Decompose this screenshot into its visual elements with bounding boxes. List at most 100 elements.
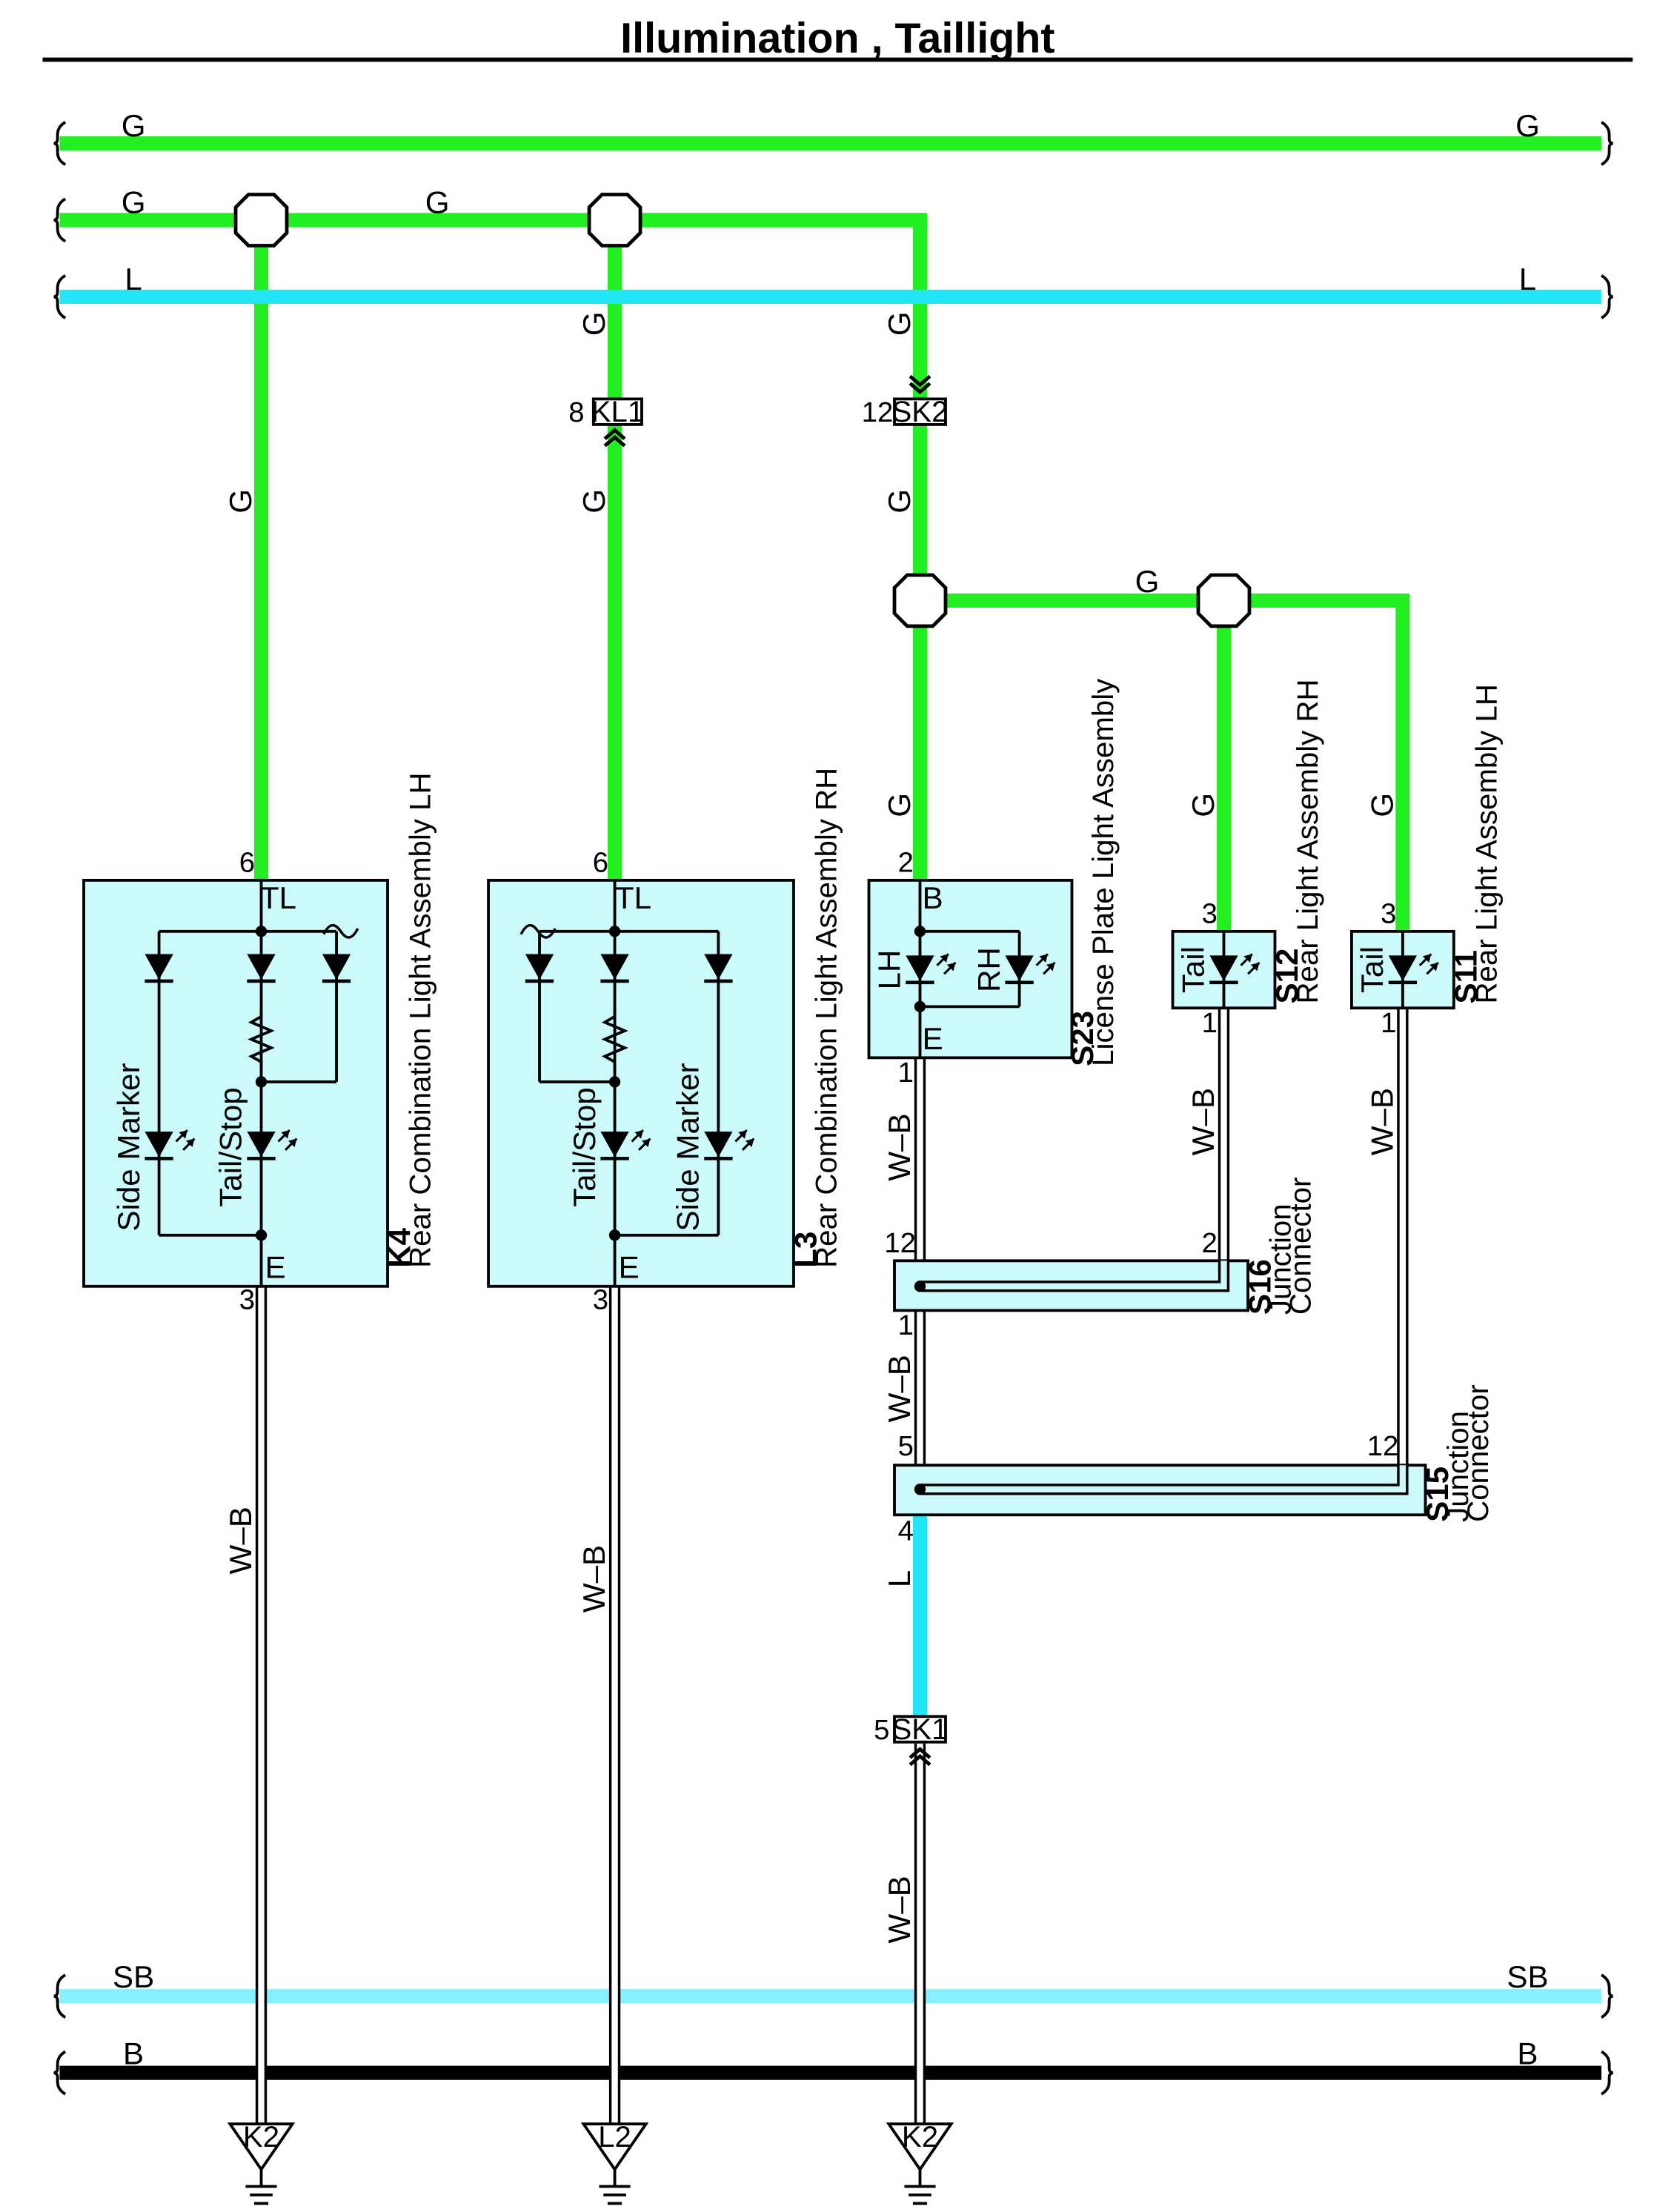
bus-l-left-label: L [124,262,142,296]
wire-label-k4-wb: W–B [223,1507,258,1574]
s23-node [914,1000,926,1013]
ground-1-label: K2 [243,2120,279,2153]
splice-node-2 [589,195,640,246]
bus-g2-left-label: G [122,185,146,219]
s23-code: S23 [1065,1011,1100,1066]
s15-name-2: Connector [1461,1384,1495,1522]
wire-label-l3-wb: W–B [577,1545,611,1612]
s15-code: S15 [1420,1467,1455,1522]
l3-node [608,926,621,937]
l3-bot-pin: 3 [593,1283,608,1315]
connector-sk2: SK2 12 [862,376,949,428]
component-k4: 6 TL E 3 Side Marker Tail/Stop K4 Rear C… [82,773,437,1315]
bus-g1-left-label: G [122,108,146,143]
l3-code: L3 [788,1232,823,1268]
ground-icon [599,2169,631,2205]
connector-sk1-pin: 5 [874,1714,889,1746]
s12-top-pin: 3 [1202,897,1218,929]
s23-name: License Plate Light Assembly [1086,678,1120,1066]
connector-kl1-label: KL1 [591,395,645,428]
ground-2-label: L2 [598,2120,631,2153]
k4-code: K4 [382,1227,417,1267]
s23-bot-pin: 1 [898,1057,914,1089]
k4-bulb-tail-stop: Tail/Stop [213,1087,248,1207]
component-l3: 6 TL E 3 Tail/Stop Side Marker L3 Rear C… [487,768,843,1315]
k4-node [255,926,268,937]
wire-label-sk1-wb: W–B [882,1876,917,1943]
s15-node [914,1484,926,1495]
splice-node-3 [894,575,946,626]
bus-brackets [53,121,1614,2096]
component-s12: 3 1 Tail S12 Rear Light Assembly RH [1171,679,1324,1039]
splice-node-4 [1198,575,1249,626]
s12-name: Rear Light Assembly RH [1291,679,1324,1003]
s11-top-pin: 3 [1381,897,1396,929]
wire-label-s15-l: L [882,1570,917,1587]
wire-label-s16-wb: W–B [882,1355,917,1422]
wire-label-k4-g: G [223,489,258,514]
s23-bot-term: E [923,1021,943,1056]
l3-bot-term: E [619,1249,640,1284]
connector-sk2-label: SK2 [891,395,948,428]
wire-label-s12-g: G [1186,793,1220,817]
l3-bulb-tail-stop: Tail/Stop [567,1087,602,1207]
wire-label-s23-wb: W–B [882,1113,917,1180]
wire-label-branch-g: G [1135,564,1160,599]
s23-lamp-lh: LH [872,950,907,990]
ground-1: K2 [227,2120,296,2205]
k4-top-pin: 6 [239,846,255,878]
s12-lamp: Tail [1176,946,1211,993]
s11-name: Rear Light Assembly LH [1469,684,1503,1003]
s16-pin-b: 2 [1202,1227,1218,1259]
wire-label-sk2-g: G [882,489,917,514]
wire-g-sk2 [614,213,928,401]
s23-top-pin: 2 [898,846,914,878]
s23-lamp-rh: RH [972,947,1006,992]
bus-g1-right-label: G [1515,108,1540,143]
wire-g-branch [920,593,1410,930]
wire-label-sk2-g-top: G [882,311,917,336]
ground-2: L2 [580,2120,649,2205]
bus-b-right-label: B [1517,2036,1538,2071]
l3-name: Rear Combination Light Assembly RH [809,768,843,1268]
s16-name-1: Junction [1264,1203,1298,1315]
l3-top-term: TL [615,880,651,915]
k4-name: Rear Combination Light Assembly LH [404,773,437,1268]
l3-top-pin: 6 [593,846,608,878]
s15-bus-core [920,1465,1406,1493]
wire-label-l3-g-top: G [577,311,611,336]
connector-kl1: KL1 8 [568,395,644,446]
s15-pin-b: 12 [1367,1430,1399,1462]
k4-bot-pin: 3 [239,1283,255,1315]
bus-l-right-label: L [1519,262,1536,296]
connector-sk1-label: SK1 [891,1713,948,1746]
ground-icon [245,2169,277,2205]
splice-node-1 [236,195,287,246]
s16-pin-c: 1 [898,1309,914,1341]
k4-node [255,1229,268,1241]
s23-top-term: B [923,880,943,915]
component-s23: 2 B E 1 LH RH S23 License Plate Light As… [867,678,1120,1089]
page-title: Illumination , Taillight [620,15,1054,62]
connector-sk2-pin: 12 [862,396,894,428]
s16-code: S16 [1243,1259,1278,1315]
wire-label-s11-g: G [1364,793,1399,817]
wire-label-s12-wb: W–B [1186,1088,1220,1155]
component-s15: 5 12 4 S15 Junction Connector [893,1384,1495,1547]
wire-label-l3-g: G [577,489,611,514]
connector-kl1-pin: 8 [568,396,584,428]
bus-sb-right-label: SB [1507,1959,1548,1994]
l3-bulb-side-marker: Side Marker [671,1063,705,1232]
component-s16: 12 2 1 S16 Junction Connector [884,1178,1317,1341]
component-s11: 3 1 Tail S11 Rear Light Assembly LH [1350,684,1503,1039]
connector-sk1: SK1 5 [874,1713,949,1764]
k4-bulb-side-marker: Side Marker [111,1063,146,1232]
bus-b-left-label: B [123,2036,144,2071]
s16-pin-a: 12 [884,1227,916,1259]
bus-sb-left-label: SB [113,1959,154,1994]
ground-3: K2 [886,2120,954,2205]
k4-bot-term: E [265,1249,286,1284]
s23-node [914,926,926,937]
s15-pin-a: 5 [898,1430,914,1462]
